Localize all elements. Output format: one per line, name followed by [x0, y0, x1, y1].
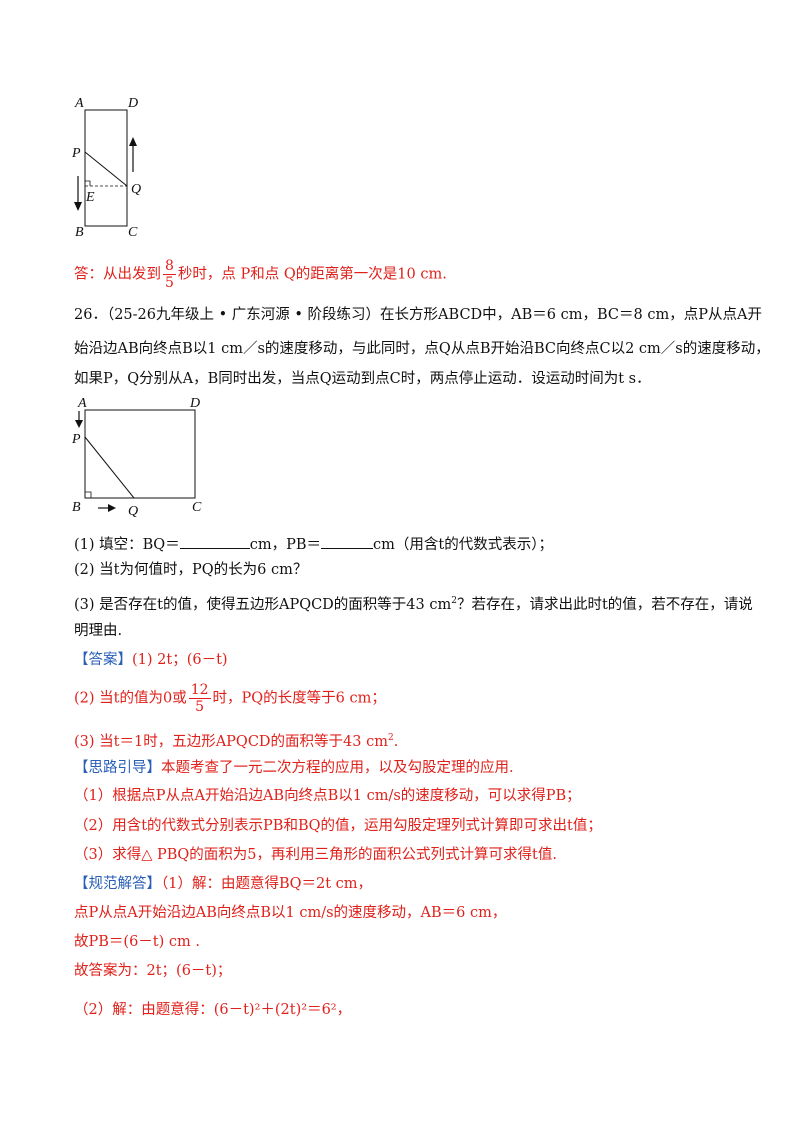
figure-rectangle-abcd-1: A D P Q E B C [71, 96, 141, 240]
label-Q: Q [128, 504, 138, 519]
label-B: B [75, 225, 84, 240]
solution-line-1: 【规范解答】（1）解：由题意得BQ＝2t cm， [74, 876, 373, 892]
solution-line-5: （2）解：由题意得：(6－t)²＋(2t)²＝6²， [74, 1002, 352, 1018]
solution-tag: 【规范解答】 [74, 876, 161, 892]
answer-tag: 【答案】 [74, 652, 132, 668]
blank-pb[interactable] [321, 534, 373, 549]
solution-line-2: 点P从点A开始沿边AB向终点B以1 cm/s的速度移动，AB＝6 cm， [74, 905, 507, 921]
guide-step-1: （1）根据点P从点A开始沿边AB向终点B以1 cm/s的速度移动，可以求得PB； [74, 788, 581, 804]
question-2: (2) 当t为何值时，PQ的长为6 cm？ [74, 562, 308, 578]
figure-rectangle-abcd-2: A D P B Q C [71, 396, 202, 519]
label-A: A [77, 396, 87, 411]
guide-step-3: （3）求得△ PBQ的面积为5，再利用三角形的面积公式列式计算可求得t值. [74, 847, 557, 863]
label-P: P [71, 146, 81, 161]
label-P: P [71, 432, 81, 447]
answer-line-3: (3) 当t＝1时，五边形APQCD的面积等于43 cm2. [74, 733, 399, 750]
label-D: D [189, 396, 200, 411]
question-3: (3) 是否存在t的值，使得五边形APQCD的面积等于43 cm2？若存在，请求… [74, 596, 753, 613]
problem-line-1: 26．（25-26九年级上 • 广东河源 • 阶段练习）在长方形ABCD中，AB… [74, 307, 762, 323]
solution-line-3: 故PB＝(6－t) cm . [74, 934, 200, 950]
label-C: C [128, 225, 138, 240]
question-1: (1) 填空：BQ＝cm，PB＝cm（用含t的代数式表示）； [74, 534, 553, 555]
label-E: E [85, 190, 95, 205]
label-A: A [74, 96, 84, 111]
label-Q: Q [131, 182, 141, 197]
blank-bq[interactable] [179, 534, 250, 549]
solution-line-4: 故答案为：2t；(6－t)； [74, 963, 232, 979]
label-B: B [72, 500, 81, 515]
label-D: D [127, 96, 138, 111]
problem-line-3: 如果P，Q分别从A，B同时出发，当点Q运动到点C时，两点停止运动．设运动时间为t… [74, 371, 651, 387]
guide-intro: 【思路引导】本题考查了一元二次方程的应用，以及勾股定理的应用. [74, 760, 514, 776]
problem-line-2: 始沿边AB向终点B以1 cm／s的速度移动，与此同时，点Q从点B开始沿BC向终点… [74, 341, 770, 357]
guide-tag: 【思路引导】 [74, 760, 161, 776]
question-3-cont: 明理由. [74, 623, 123, 639]
answer-line-1: 【答案】(1) 2t；(6－t) [74, 652, 228, 668]
guide-step-2: （2）用含t的代数式分别表示PB和BQ的值，运用勾股定理列式计算即可求出t值； [74, 818, 602, 834]
label-C: C [192, 500, 202, 515]
